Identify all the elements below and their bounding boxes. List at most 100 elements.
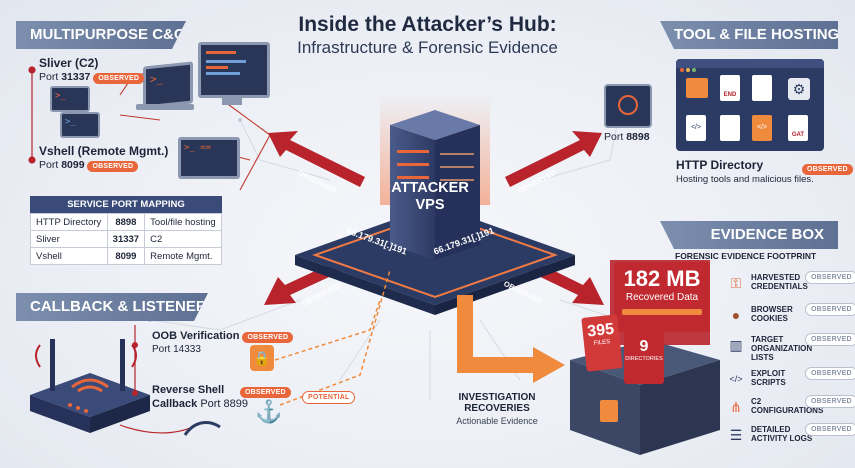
- files-count: 395: [586, 320, 615, 341]
- laptop-base: [136, 104, 194, 110]
- oob-title: OOB Verification: [152, 330, 240, 342]
- vps-label: ATTACKER VPS: [385, 180, 475, 214]
- directories-count: 9: [639, 338, 649, 355]
- observed-badge: OBSERVED: [805, 333, 855, 346]
- page-title: Inside the Attacker’s Hub:: [298, 13, 557, 36]
- evidence-item-credentials: ⚿ HARVESTED CREDENTIALS OBSERVED: [727, 271, 855, 297]
- section-banner-c2: MULTIPURPOSE C&C: [16, 21, 186, 49]
- hook-icon: ⚓: [255, 399, 283, 424]
- service-cell: Sliver: [30, 230, 108, 248]
- terminal-window-icon: >_: [50, 86, 90, 112]
- investigation-title-line2: RECOVERIES: [464, 403, 530, 414]
- web-server-icon: [604, 84, 652, 128]
- evidence-item-cookies: ● BROWSER COOKIES OBSERVED: [727, 303, 855, 329]
- observed-badge: OBSERVED: [93, 73, 145, 84]
- vps-label-line1: ATTACKER: [391, 180, 469, 196]
- recovered-size: 182 MB: [623, 266, 701, 291]
- port-cell: 8099: [106, 247, 146, 265]
- use-cell: C2: [144, 230, 222, 248]
- document-icon: [752, 75, 772, 101]
- service-port-mapping: SERVICE PORT MAPPING HTTP Directory 8898…: [30, 196, 222, 265]
- observed-badge: OBSERVED: [805, 271, 855, 284]
- reverse-shell-title: Reverse Shell: [152, 384, 225, 396]
- monitor-stand: [222, 95, 242, 105]
- tools-port: 8898: [626, 131, 650, 143]
- file-gat-icon: GAT: [788, 115, 808, 141]
- tools-title: HTTP Directory: [676, 158, 764, 172]
- observed-badge: OBSERVED: [87, 161, 139, 172]
- monitor-icon: [198, 42, 270, 98]
- cable-plug-icon: [183, 421, 221, 436]
- service-cell: HTTP Directory: [30, 213, 108, 231]
- directories-card: 9 DIRECTORIES: [624, 330, 664, 384]
- file-end-icon: END: [720, 75, 740, 101]
- section-banner-evidence: EVIDENCE BOX: [660, 221, 838, 249]
- observed-badge: OBSERVED: [242, 332, 294, 343]
- observed-badge: OBSERVED: [805, 423, 855, 436]
- service-cell: Vshell: [30, 247, 108, 265]
- evidence-item-label: BROWSER COOKIES: [751, 305, 793, 323]
- section-banner-callback: CALLBACK & LISTENERS: [16, 293, 208, 321]
- files-card: 395 FILES: [581, 314, 623, 372]
- section-banner-tools: TOOL & FILE HOSTING: [660, 21, 838, 49]
- evidence-item-label: DETAILED ACTIVITY LOGS: [751, 425, 813, 443]
- network-icon: ⋔: [730, 399, 742, 415]
- potential-badge: POTENTIAL: [302, 391, 356, 404]
- recovered-data-screen: 182 MB Recovered Data: [614, 262, 710, 332]
- evidence-subtitle: FORENSIC EVIDENCE FOOTPRINT: [675, 251, 817, 261]
- observed-badge: OBSERVED: [802, 164, 853, 175]
- table-row: Vshell 8099 Remote Mgmt.: [30, 247, 222, 265]
- gear-icon: ⚙: [788, 78, 810, 100]
- building-icon: ▥: [729, 337, 743, 353]
- service-port-mapping-title: SERVICE PORT MAPPING: [30, 196, 222, 213]
- evidence-item-label: EXPLOIT SCRIPTS: [751, 369, 786, 387]
- evidence-item-activity-logs: ☰ DETAILED ACTIVITY LOGS OBSERVED: [727, 423, 855, 449]
- directories-label: DIRECTORIES: [625, 356, 663, 362]
- port-cell: 31337: [106, 230, 146, 248]
- sliver-label: Sliver (C2): [39, 56, 99, 70]
- vshell-port-prefix: Port: [39, 159, 59, 171]
- binary-file-icon: [720, 115, 740, 141]
- use-cell: Tool/file hosting: [144, 213, 222, 231]
- investigation-title-line1: INVESTIGATION: [458, 392, 536, 403]
- sliver-port: 31337: [61, 71, 91, 83]
- terminal-window-icon: >_: [60, 112, 100, 138]
- observed-badge: OBSERVED: [240, 387, 291, 398]
- code-file-icon: </>: [686, 115, 706, 141]
- key-icon: ⚿: [730, 275, 742, 291]
- page-subtitle: Infrastructure & Forensic Evidence: [297, 38, 558, 57]
- evidence-item-label: C2 CONFIGURATIONS: [751, 397, 824, 415]
- tools-port-prefix: Port: [604, 131, 624, 143]
- tools-desc: Hosting tools and malicious files.: [676, 174, 814, 185]
- observed-badge: OBSERVED: [805, 395, 855, 408]
- evidence-item-label: TARGET ORGANIZATION LISTS: [751, 335, 813, 362]
- observed-badge: OBSERVED: [805, 367, 855, 380]
- sliver-port-prefix: Port: [39, 71, 59, 83]
- investigation-label: INVESTIGATION RECOVERIES Actionable Evid…: [447, 392, 547, 426]
- recovered-size-label: Recovered Data: [625, 292, 699, 303]
- reverse-shell-port: Port 8899: [200, 398, 249, 410]
- port-cell: 8898: [106, 213, 146, 231]
- router-graphic: [30, 325, 196, 434]
- evidence-item-exploit-scripts: </> EXPLOIT SCRIPTS OBSERVED: [727, 367, 855, 393]
- cookie-icon: ●: [731, 307, 741, 323]
- evidence-item-c2-configs: ⋔ C2 CONFIGURATIONS OBSERVED: [727, 395, 855, 421]
- table-row: HTTP Directory 8898 Tool/file hosting: [30, 213, 222, 231]
- service-port-table: HTTP Directory 8898 Tool/file hosting Sl…: [30, 213, 222, 265]
- vps-label-line2: VPS: [415, 197, 445, 213]
- vshell-port: 8099: [61, 159, 85, 171]
- table-row: Sliver 31337 C2: [30, 230, 222, 248]
- evidence-item-target-lists: ▥ TARGET ORGANIZATION LISTS OBSERVED: [727, 333, 855, 367]
- laptop-icon: >_: [143, 61, 193, 109]
- use-cell: Remote Mgmt.: [144, 247, 222, 265]
- lock-icon: 🔒: [250, 345, 274, 371]
- reverse-shell-prefix: Callback: [152, 398, 198, 410]
- observed-badge: OBSERVED: [805, 303, 855, 316]
- evidence-item-label: HARVESTED CREDENTIALS: [751, 273, 808, 291]
- investigation-subtitle: Actionable Evidence: [456, 416, 538, 426]
- code-icon: </>: [729, 374, 743, 384]
- log-icon: ☰: [729, 427, 743, 443]
- investigation-arrow: [457, 295, 565, 383]
- script-file-icon: </>: [752, 115, 772, 141]
